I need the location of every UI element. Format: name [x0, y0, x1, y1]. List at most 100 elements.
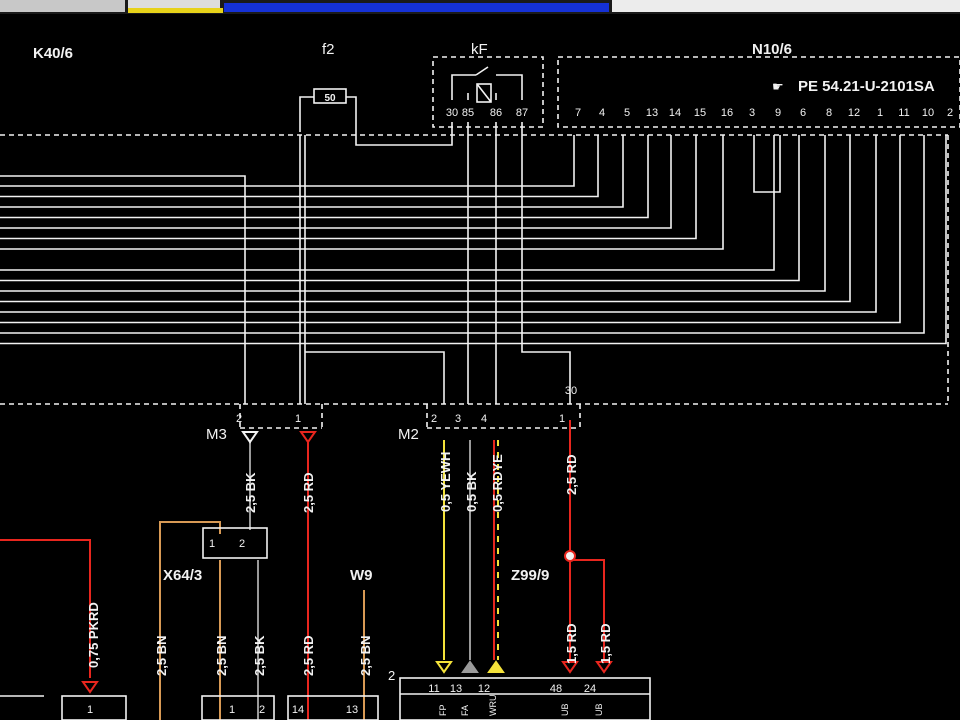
bus-frame — [0, 56, 960, 429]
top-strip — [0, 0, 960, 14]
bottom-sub-label: FP — [438, 704, 448, 716]
n10-pin-label: 11 — [898, 107, 909, 119]
wire-label-rd-z2: 1,5 RD — [598, 624, 613, 664]
fuse-f2 — [299, 88, 453, 146]
kf-pin-label: 86 — [490, 107, 502, 119]
connector-arrow — [435, 661, 453, 674]
harness-line — [0, 135, 826, 292]
n10-pin-label: 10 — [922, 107, 934, 119]
bottom-left-pin-label: 13 — [346, 704, 358, 716]
wire-label-bn-1: 2,5 BN — [154, 636, 169, 676]
n10-pin-label: 9 — [775, 107, 781, 119]
n10-pin-label: 16 — [721, 107, 733, 119]
label-z99: Z99/9 — [511, 567, 549, 584]
wire-harness — [0, 135, 947, 345]
m3-pin-label: 1 — [295, 413, 301, 425]
harness-line — [0, 135, 947, 345]
n10-pin-label: 6 — [800, 107, 806, 119]
lower-wires — [0, 420, 605, 720]
bottom-pin-label: 13 — [450, 683, 462, 695]
connector-arrows — [81, 431, 613, 694]
kf-pin-label: 85 — [462, 107, 474, 119]
wire-label-m2-yewh: 0,5 YEWH — [438, 452, 453, 512]
harness-line — [0, 135, 925, 334]
harness-loop — [753, 135, 781, 193]
splice-z99 — [564, 550, 576, 562]
label-m2-30: 30 — [565, 385, 577, 397]
harness-line — [0, 135, 851, 303]
harness-line — [0, 135, 575, 187]
harness-line — [0, 135, 697, 240]
harness-line — [0, 135, 724, 250]
wire-label-bn-w9: 2,5 BN — [358, 636, 373, 676]
label-n10: N10/6 — [752, 41, 792, 58]
x64-pin-label: 2 — [239, 538, 245, 550]
harness-line — [0, 135, 624, 208]
label-kf: kF — [471, 41, 488, 58]
harness-line — [0, 135, 599, 198]
connector-arrow — [487, 660, 505, 673]
wire-label-pkrd: 0,75 PKRD — [86, 602, 101, 668]
label-w9: W9 — [350, 567, 373, 584]
label-m3: M3 — [206, 426, 227, 443]
label-n10-ref: PE 54.21-U-2101SA — [798, 78, 935, 95]
connector-arrow — [299, 431, 317, 444]
connector-arrow — [81, 681, 99, 694]
label-f2-rating: 50 — [324, 93, 336, 104]
vertical-wires — [0, 122, 571, 404]
n10-pin-label: 1 — [877, 107, 883, 119]
wire-label-m3-rd: 2,5 RD — [301, 473, 316, 513]
bottom-left-pin-label: 1 — [87, 704, 93, 716]
wire-label-rd-z1: 1,5 RD — [564, 624, 579, 664]
label-k40: K40/6 — [33, 45, 73, 62]
n10-pin-label: 8 — [826, 107, 832, 119]
harness-line — [0, 135, 800, 282]
connector-arrow — [561, 661, 579, 674]
n10-pin-label: 4 — [599, 107, 605, 119]
connector-bottom-right — [399, 677, 651, 720]
bottom-sub-label: UB — [560, 703, 570, 716]
label-x64: X64/3 — [163, 567, 202, 584]
connector-arrow — [595, 661, 613, 674]
bottom-sub-label: FA — [460, 705, 470, 716]
n10-pin-label: 13 — [646, 107, 658, 119]
m2-pin-label: 3 — [455, 413, 461, 425]
wire-label-m2-rd: 2,5 RD — [564, 455, 579, 495]
bottom-left-pin-label: 1 — [229, 704, 235, 716]
m3-pin-label: 2 — [236, 413, 242, 425]
m2-pin-label: 4 — [481, 413, 487, 425]
bottom-sub-label: UB — [594, 703, 604, 716]
m2-pin-label: 1 — [559, 413, 565, 425]
wire-label-m2-bk: 0,5 BK — [464, 471, 479, 512]
harness-line — [0, 135, 649, 219]
bottom-left-pin-label: 2 — [259, 704, 265, 716]
kf-pin-label: 87 — [516, 107, 528, 119]
n10-pin-label: 15 — [694, 107, 706, 119]
wire-label-m3-bk: 2,5 BK — [243, 472, 258, 513]
kf-pin-label: 30 — [446, 107, 458, 119]
n10-pin-label: 14 — [669, 107, 681, 119]
gear-ref-icon: ☛ — [772, 79, 784, 94]
harness-line — [0, 135, 672, 229]
wire-label-bk-x64: 2,5 BK — [252, 635, 267, 676]
bottom-sub-label: WRU — [488, 695, 498, 717]
wire-label-rd-lower: 2,5 RD — [301, 636, 316, 676]
harness-line — [0, 135, 775, 271]
label-m2: M2 — [398, 426, 419, 443]
bottom-pin-label: 48 — [550, 683, 562, 695]
connector-arrow — [241, 431, 259, 444]
label-bottom-row: 2 — [388, 668, 395, 683]
connector-arrow — [461, 660, 479, 673]
harness-line — [0, 135, 877, 313]
wire-label-m2-rdye: 0,5 RDYE — [490, 454, 505, 512]
wire-label-bn-2: 2,5 BN — [214, 636, 229, 676]
relay-kf — [451, 66, 523, 103]
n10-pin-label: 5 — [624, 107, 630, 119]
connector-bottom-left — [0, 695, 379, 720]
n10-pin-label: 2 — [947, 107, 953, 119]
connector-x64 — [202, 527, 268, 559]
x64-pin-label: 1 — [209, 538, 215, 550]
bottom-pin-label: 11 — [428, 683, 439, 695]
